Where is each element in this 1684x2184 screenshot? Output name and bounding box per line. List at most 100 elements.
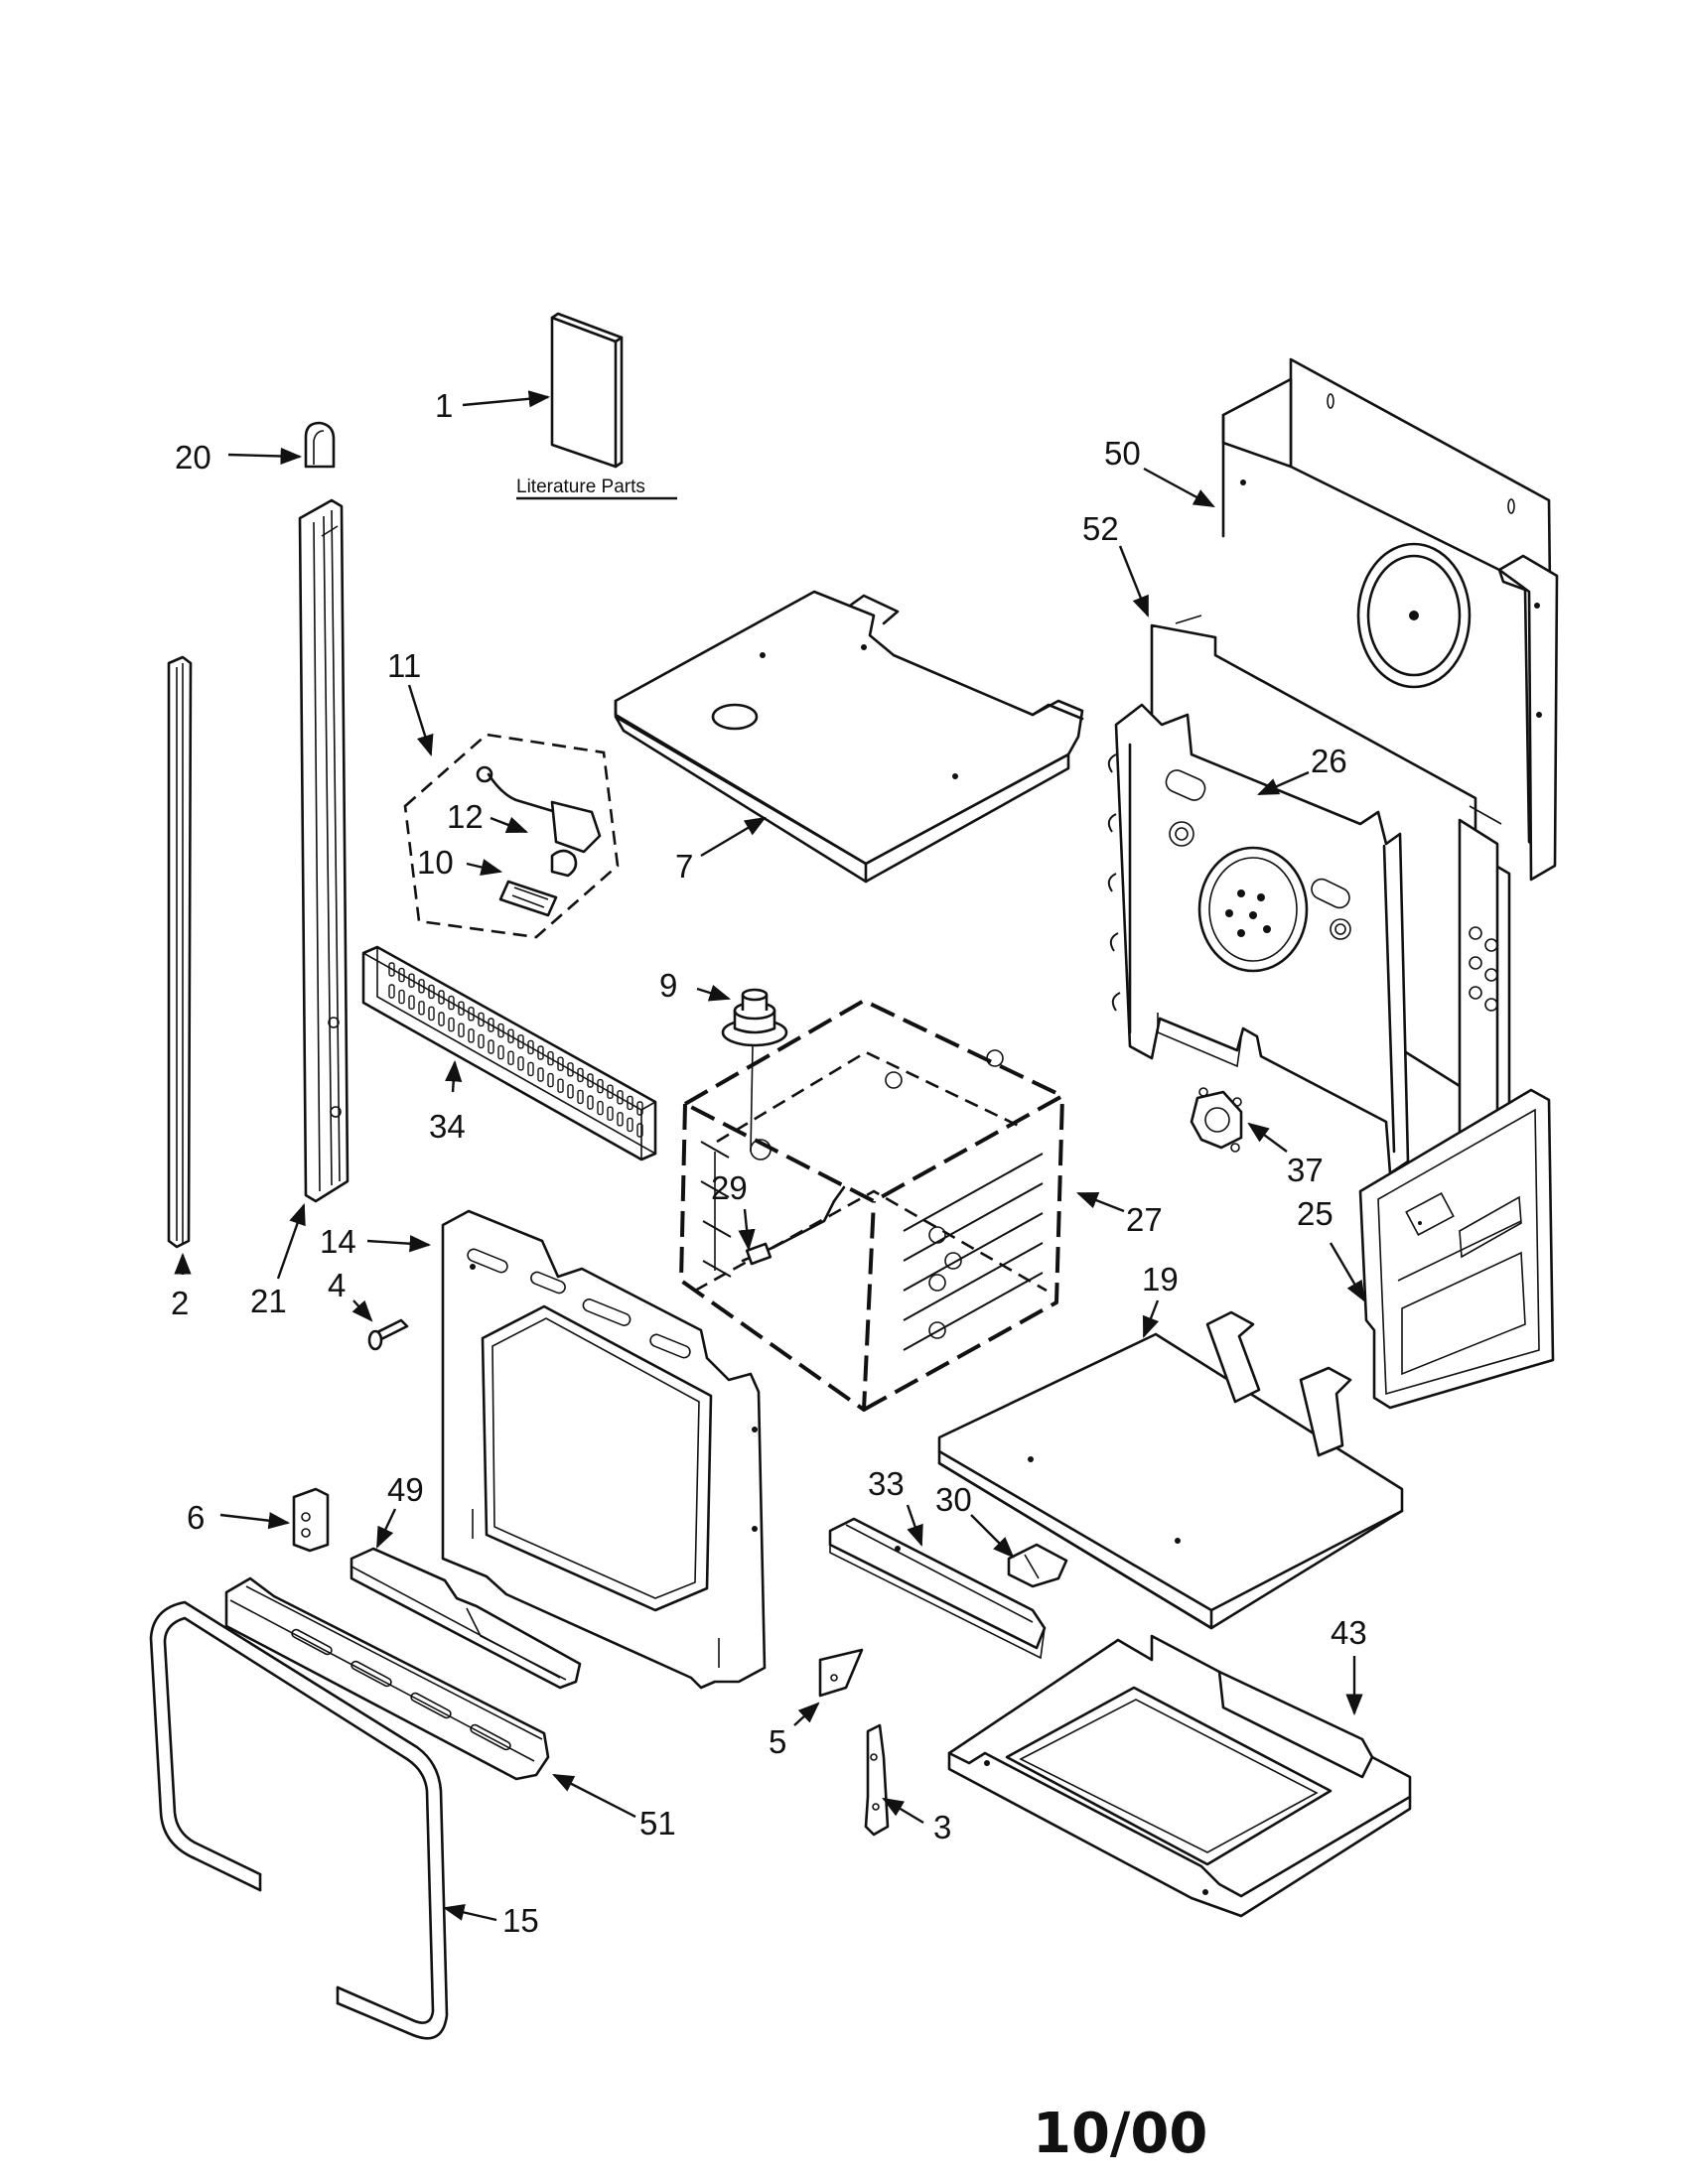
vent-slot: [408, 995, 415, 1010]
vent-slot: [478, 1033, 485, 1049]
vent-slot: [547, 1072, 554, 1088]
vent-slot: [597, 1078, 604, 1094]
vent-slot: [617, 1090, 624, 1105]
callout-3: 3: [933, 1809, 951, 1845]
vent-slot: [527, 1061, 534, 1077]
vent-slot: [438, 1012, 445, 1026]
part-cap: [304, 421, 336, 469]
vent-slot: [488, 1018, 494, 1032]
vent-slot: [587, 1095, 594, 1110]
vent-slot: [468, 1028, 475, 1043]
callout-11: 11: [387, 647, 421, 684]
part-light-kit: [403, 733, 620, 939]
vent-slot: [537, 1067, 544, 1082]
vent-slot: [597, 1100, 604, 1116]
callout-52: 52: [1082, 510, 1119, 547]
vent-slot: [497, 1044, 504, 1060]
part-bottom-tray: [947, 1634, 1412, 1918]
callout-34: 34: [429, 1108, 466, 1145]
part-side-channel: [298, 498, 350, 1203]
callout-49: 49: [387, 1471, 424, 1508]
vent-slot: [557, 1078, 564, 1093]
vent-slot: [428, 1006, 435, 1022]
vent-slot: [517, 1056, 524, 1071]
vent-slot: [607, 1106, 614, 1121]
vent-slot: [448, 1017, 455, 1032]
vent-slot: [636, 1101, 643, 1116]
callout-15: 15: [502, 1902, 539, 1939]
vent-slot: [448, 995, 455, 1011]
callout-19: 19: [1142, 1261, 1179, 1297]
part-wire-harness: [741, 1185, 846, 1266]
part-side-panel: [1358, 1088, 1555, 1410]
callout-14: 14: [320, 1223, 356, 1260]
vent-slot: [627, 1117, 633, 1133]
vent-slot: [497, 1023, 504, 1038]
vent-slot: [418, 979, 425, 994]
callout-50: 50: [1104, 435, 1141, 472]
vent-slot: [478, 1012, 485, 1027]
vent-slot: [507, 1050, 514, 1065]
vent-slot: [607, 1084, 614, 1099]
callout-20: 20: [175, 439, 211, 476]
callout-4: 4: [328, 1267, 346, 1303]
callout-25: 25: [1297, 1195, 1333, 1232]
callout-7: 7: [675, 848, 693, 885]
vent-slot: [617, 1112, 624, 1127]
vent-slot: [636, 1123, 643, 1138]
part-triangle-bracket: [818, 1648, 864, 1698]
vent-slot: [408, 973, 415, 988]
callout-37: 37: [1287, 1152, 1324, 1188]
callout-33: 33: [868, 1465, 905, 1502]
vent-slot: [547, 1050, 554, 1066]
callout-29: 29: [711, 1169, 748, 1206]
part-long-channel: [828, 1517, 1047, 1660]
part-vertical-bracket: [864, 1723, 890, 1837]
date-code: 10/00: [1033, 2102, 1207, 2166]
callout-labels: 1 20 50 52 11 12 10 7 26 9 34 37 29 27 2…: [171, 387, 1367, 1939]
part-literature-booklet: [550, 312, 624, 469]
callout-5: 5: [769, 1723, 786, 1760]
vent-slot: [388, 984, 395, 999]
vent-slot: [567, 1084, 574, 1099]
callout-6: 6: [187, 1499, 205, 1536]
part-thermostat-knob: [721, 988, 788, 1153]
vent-slot: [488, 1039, 494, 1054]
callout-26: 26: [1311, 743, 1347, 779]
vent-slot: [438, 990, 445, 1005]
literature-parts-caption: Literature Parts: [516, 477, 645, 497]
vent-slot: [507, 1028, 514, 1043]
callout-51: 51: [639, 1805, 676, 1842]
callout-1: 1: [435, 387, 453, 424]
vent-slot: [458, 1001, 465, 1016]
vent-slot: [458, 1023, 465, 1037]
vent-slot: [577, 1089, 584, 1105]
part-vent-panel: [361, 945, 657, 1161]
vent-slot: [627, 1095, 633, 1111]
part-bottom-panel: [937, 1310, 1404, 1630]
vent-slot: [398, 967, 405, 983]
part-clip: [1007, 1543, 1068, 1588]
callout-9: 9: [659, 967, 677, 1004]
part-side-trim-strip: [167, 655, 193, 1249]
part-small-bracket: [292, 1487, 330, 1553]
part-sensor-plate: [1190, 1087, 1243, 1153]
part-front-frame: [441, 1209, 767, 1690]
vent-slot: [398, 989, 405, 1005]
vent-slot: [567, 1062, 574, 1077]
vent-slot: [577, 1067, 584, 1083]
callout-10: 10: [417, 844, 454, 881]
vent-slot: [468, 1007, 475, 1022]
vent-slot: [527, 1039, 534, 1055]
leader-arrows: [174, 390, 1366, 1922]
vent-slot: [557, 1056, 564, 1071]
callout-27: 27: [1126, 1201, 1163, 1238]
vent-slot: [428, 984, 435, 1000]
callout-30: 30: [935, 1481, 972, 1518]
vent-slot: [587, 1073, 594, 1088]
part-angle-strip: [350, 1547, 582, 1690]
callout-43: 43: [1331, 1614, 1367, 1651]
part-screw: [367, 1318, 409, 1351]
part-vent-trim: [224, 1576, 550, 1781]
